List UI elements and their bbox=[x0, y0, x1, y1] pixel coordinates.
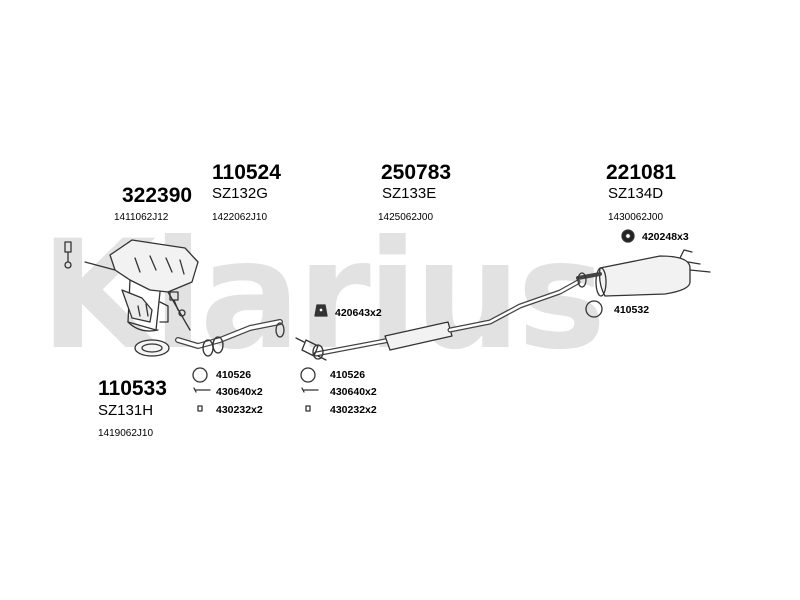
accessory-430640-right: 430640x2 bbox=[330, 386, 377, 398]
part-ref-322390: 1411062J12 bbox=[114, 212, 169, 223]
gasket-ring-icon-2 bbox=[585, 300, 603, 318]
accessory-430232-left: 430232x2 bbox=[216, 404, 263, 416]
accessory-410526-right: 410526 bbox=[330, 369, 366, 381]
part-code-221081: SZ134D bbox=[608, 185, 664, 202]
part-number-221081: 221081 bbox=[606, 161, 677, 184]
part-number-110524: 110524 bbox=[212, 161, 281, 184]
part-ref-110533: 1419062J10 bbox=[98, 428, 154, 439]
part-ref-221081: 1430062J00 bbox=[608, 212, 664, 223]
gasket-ring-icon-4 bbox=[300, 367, 316, 383]
nut-icon-2 bbox=[305, 405, 311, 412]
flange-clamp-icon bbox=[295, 337, 327, 361]
part-ref-250783: 1425062J00 bbox=[378, 212, 434, 223]
accessory-420643: 420643x2 bbox=[335, 307, 382, 319]
accessory-420248: 420248x3 bbox=[642, 231, 689, 243]
front-pipe-icon bbox=[175, 319, 285, 357]
gasket-ring-icon-3 bbox=[192, 367, 208, 383]
accessory-430640-left: 430640x2 bbox=[216, 386, 263, 398]
part-number-322390: 322390 bbox=[122, 184, 193, 207]
rubber-mount-icon bbox=[621, 229, 635, 243]
part-code-250783: SZ133E bbox=[382, 185, 437, 202]
sensor-bolt-icon-2 bbox=[169, 291, 186, 317]
accessory-410532: 410532 bbox=[614, 304, 650, 316]
accessory-410526-left: 410526 bbox=[216, 369, 252, 381]
sensor-bolt-icon bbox=[64, 241, 72, 269]
part-ref-110524: 1422062J10 bbox=[212, 212, 268, 223]
middle-silencer-icon bbox=[312, 279, 581, 360]
part-number-250783: 250783 bbox=[381, 161, 452, 184]
nut-icon bbox=[197, 405, 203, 412]
clamp-icon bbox=[314, 304, 328, 317]
catalytic-converter-icon bbox=[84, 239, 199, 332]
rear-muffler-icon bbox=[576, 249, 711, 297]
part-code-110533: SZ131H bbox=[98, 402, 154, 419]
part-number-110533: 110533 bbox=[98, 377, 167, 400]
bolt-icon bbox=[193, 387, 211, 393]
part-code-110524: SZ132G bbox=[212, 185, 268, 202]
bolt-icon-2 bbox=[301, 387, 319, 393]
accessory-430232-right: 430232x2 bbox=[330, 404, 377, 416]
gasket-ring-icon bbox=[134, 339, 170, 357]
